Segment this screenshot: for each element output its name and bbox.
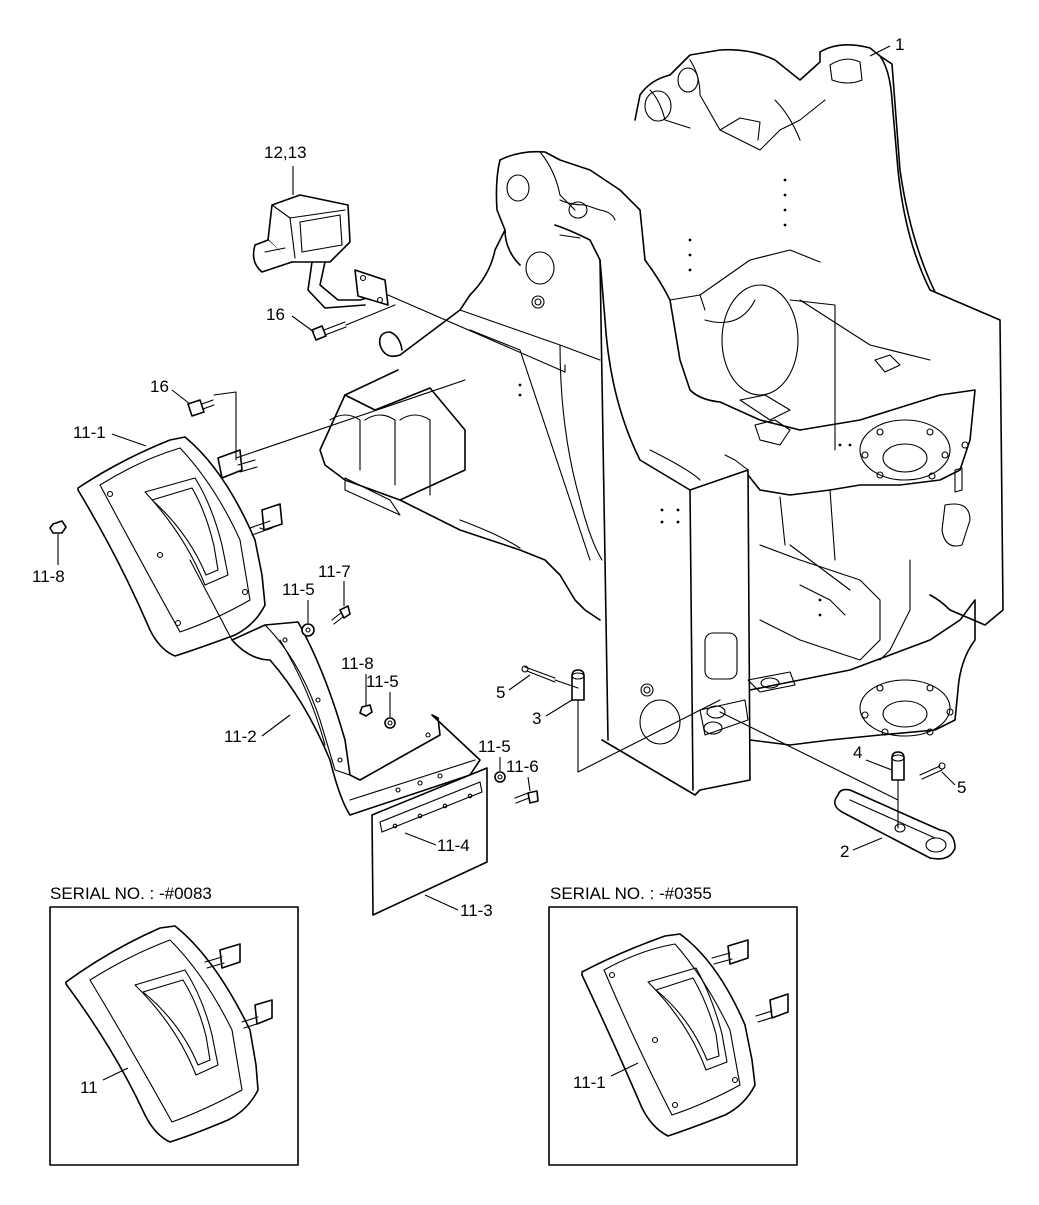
washer-11-5-right xyxy=(494,771,506,783)
nut-11-8-left xyxy=(49,520,67,534)
pin-4 xyxy=(891,751,905,781)
callout-1: 1 xyxy=(895,35,904,54)
callout-11-5-right: 11-5 xyxy=(478,737,511,756)
callout-11-4: 11-4 xyxy=(437,836,470,855)
bolt-16-upper xyxy=(311,321,347,341)
inset-right-callout: 11-1 xyxy=(573,1073,606,1092)
link-arm-2 xyxy=(834,788,956,860)
callout-11-1: 11-1 xyxy=(73,423,106,442)
main-frame xyxy=(319,44,1004,796)
callout-11-3: 11-3 xyxy=(460,901,493,920)
callout-11-8-mid: 11-8 xyxy=(341,654,374,673)
callout-5-left: 5 xyxy=(496,683,505,702)
fender-11-1 xyxy=(77,436,283,657)
inset-left-serial: SERIAL NO. : -#0083 xyxy=(50,884,212,903)
mud-flap-11-3 xyxy=(371,767,488,916)
inset-right-serial: SERIAL NO. : -#0355 xyxy=(550,884,712,903)
inset-left: SERIAL NO. : -#0083 11 xyxy=(49,884,299,1166)
callout-11-6: 11-6 xyxy=(506,757,539,776)
callout-5-right: 5 xyxy=(957,778,966,797)
inset-right: SERIAL NO. : -#0355 11-1 xyxy=(548,884,798,1166)
callout-11-5-top: 11-5 xyxy=(282,580,315,599)
washer-11-5-mid xyxy=(384,717,396,729)
bracket-12-13 xyxy=(252,194,389,309)
pin-3 xyxy=(571,669,585,701)
callout-4: 4 xyxy=(853,743,862,762)
nut-11-8-mid xyxy=(359,704,373,717)
callout-11-7: 11-7 xyxy=(318,562,351,581)
callout-12-13: 12,13 xyxy=(264,143,307,162)
cotter-pin-5-left xyxy=(521,665,556,683)
cotter-pin-5-right xyxy=(919,762,946,780)
assembly-lines xyxy=(189,294,899,829)
callouts: 1 12,13 16 16 11-1 11-8 11-7 11-5 11-8 1… xyxy=(32,35,966,920)
callout-11-2: 11-2 xyxy=(224,727,257,746)
bolt-11-6 xyxy=(514,790,539,804)
callout-3: 3 xyxy=(532,709,541,728)
callout-2: 2 xyxy=(840,842,849,861)
callout-11-5-mid: 11-5 xyxy=(366,672,399,691)
inset-left-callout: 11 xyxy=(80,1078,98,1097)
washer-11-5-top xyxy=(301,623,315,637)
rivet-dots xyxy=(518,178,852,617)
callout-16-lower: 16 xyxy=(150,377,169,396)
callout-16-upper: 16 xyxy=(266,305,285,324)
bolt-11-7 xyxy=(331,605,351,625)
bolt-16-lower xyxy=(187,399,215,417)
fender-extension-11-2 xyxy=(231,621,481,816)
callout-11-8-left: 11-8 xyxy=(32,567,65,586)
